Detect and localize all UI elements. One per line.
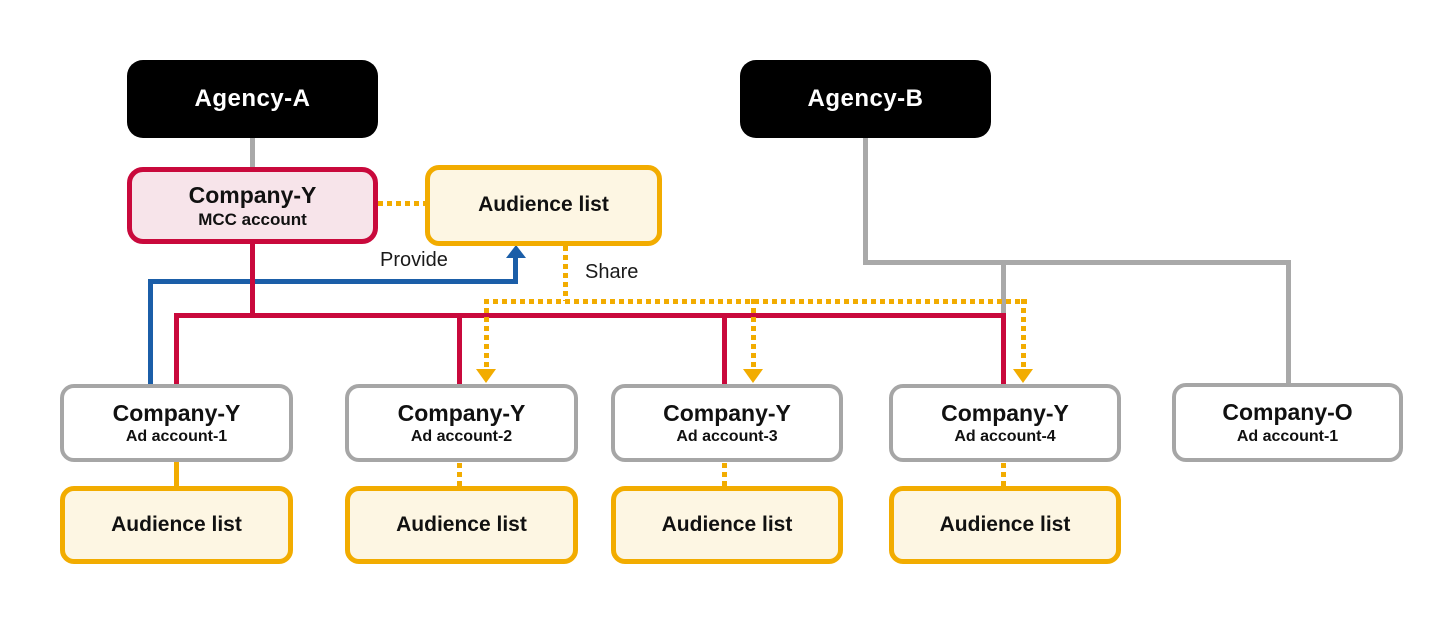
ad3-company-label: Company-Y [663,399,791,426]
edge-ad4-to-audience [1001,463,1006,486]
ad3-type-label: Ad account-3 [676,428,778,446]
audience-2-label: Audience list [396,512,527,536]
share-arrowhead-ad4-icon [1013,369,1033,383]
share-arrowhead-ad2-icon [476,369,496,383]
agency-b-label: Agency-B [807,85,924,113]
node-audience-list-1: Audience list [60,486,293,564]
edge-mcc-to-ad2 [457,313,462,384]
node-agency-b: Agency-B [740,60,991,138]
edge-share-to-ad3 [751,299,756,369]
edge-share-to-ad4 [1021,299,1026,369]
node-master-audience-list: Audience list [425,165,662,246]
edge-mcc-down [250,244,255,318]
provide-arrowhead-icon [506,245,526,258]
provide-label: Provide [380,249,448,271]
master-audience-label: Audience list [478,193,609,217]
edge-mcc-trunk [174,313,1006,318]
ad1-type-label: Ad account-1 [125,428,228,446]
edge-mcc-to-ad3 [722,313,727,384]
node-company-o-account: Company-O Ad account-1 [1172,383,1403,462]
audience-3-label: Audience list [661,512,793,536]
edge-ad2-to-audience [457,463,462,486]
edge-agency-a-to-mcc [250,138,255,168]
node-ad-account-3: Company-Y Ad account-3 [611,384,843,462]
audience-1-label: Audience list [111,512,242,536]
node-audience-list-3: Audience list [611,486,843,564]
edge-agency-b-trunk [863,260,1291,265]
edge-ad3-to-audience [722,463,727,486]
edge-ad1-provide-across [148,279,518,284]
edge-mcc-to-audience-dotted [378,201,425,206]
edge-agency-b-to-company-o [1286,260,1291,384]
node-ad-account-4: Company-Y Ad account-4 [889,384,1121,462]
mcc-type-label: MCC account [198,209,307,229]
edge-ad1-provide-up [148,279,153,384]
company-o-label: Company-O [1222,399,1353,426]
audience-4-label: Audience list [939,512,1071,536]
mcc-company-label: Company-Y [188,181,317,208]
ad1-company-label: Company-Y [112,399,241,426]
node-ad-account-2: Company-Y Ad account-2 [345,384,578,462]
ad2-company-label: Company-Y [397,399,526,426]
agency-a-label: Agency-A [194,85,311,113]
edge-mcc-to-ad4 [1001,313,1006,384]
edge-share-stem [563,246,568,301]
node-audience-list-2: Audience list [345,486,578,564]
edge-mcc-to-ad1 [174,313,179,384]
node-agency-a: Agency-A [127,60,378,138]
edge-agency-b-down [863,138,868,265]
ad4-type-label: Ad account-4 [954,428,1056,446]
edge-ad1-provide-stem [513,257,518,284]
edge-share-to-ad2 [484,299,489,369]
node-audience-list-4: Audience list [889,486,1121,564]
node-mcc-account: Company-Y MCC account [127,167,378,244]
share-label: Share [585,261,639,283]
ad4-company-label: Company-Y [941,399,1069,426]
ad2-type-label: Ad account-2 [410,428,513,446]
edge-ad1-to-audience [174,462,179,486]
share-arrowhead-ad3-icon [743,369,763,383]
node-ad-account-1: Company-Y Ad account-1 [60,384,293,462]
company-o-type-label: Ad account-1 [1236,427,1339,445]
